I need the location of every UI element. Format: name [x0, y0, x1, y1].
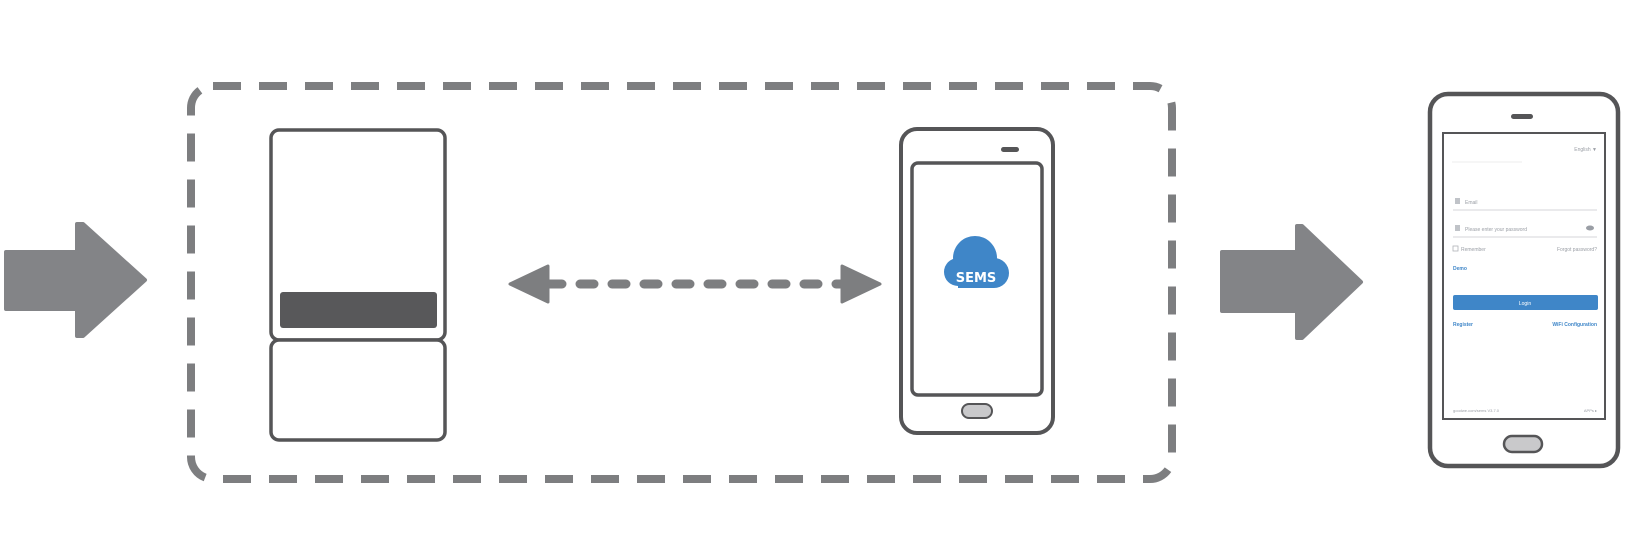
right-arrow [1220, 224, 1363, 340]
bidirectional-connection-arrow [508, 264, 882, 304]
forgot-password-link[interactable]: Forgot password? [1557, 247, 1597, 253]
username-field[interactable]: Email [1453, 198, 1597, 211]
register-link[interactable]: Register [1453, 322, 1473, 328]
lock-icon [1455, 225, 1460, 231]
wifi-configuration-link[interactable]: WiFi Configuration [1552, 322, 1597, 328]
password-field[interactable]: Please enter your password [1453, 225, 1597, 238]
footer-apps-link[interactable]: APPs ▸ [1584, 408, 1597, 413]
phone-speaker-right [1511, 114, 1533, 119]
sems-label: SEMS [956, 271, 997, 286]
remember-checkbox[interactable] [1452, 245, 1459, 252]
username-placeholder: Email [1465, 200, 1478, 206]
user-icon [1455, 198, 1460, 204]
phone-home-button-right [1502, 434, 1544, 454]
login-button-label: Login [1519, 301, 1531, 307]
inverter-display-panel [280, 292, 437, 328]
login-screen [1442, 132, 1606, 420]
phone-home-button [961, 403, 993, 419]
dashed-group-boundary [187, 82, 1176, 483]
footer-version: goodwe.com/sems V3.7.0 [1453, 408, 1500, 413]
eye-icon[interactable] [1586, 225, 1594, 231]
phone-with-app: SEMS [899, 127, 1055, 435]
phone-speaker [1001, 147, 1019, 152]
sems-cloud-icon: SEMS [944, 236, 1009, 288]
arrow-head-right [840, 264, 882, 304]
password-placeholder: Please enter your password [1465, 227, 1527, 233]
phone-login-screen: English ▼ Email Please enter your passwo… [1427, 91, 1621, 469]
inverter-device [269, 128, 447, 442]
inverter-lower-body [269, 338, 447, 442]
left-arrow [4, 222, 147, 338]
arrow-head-left [508, 264, 550, 304]
login-button[interactable] [1453, 295, 1598, 310]
remember-label: Remember [1461, 247, 1486, 253]
demo-link[interactable]: Demo [1453, 266, 1467, 272]
language-select[interactable]: English ▼ [1574, 147, 1597, 153]
